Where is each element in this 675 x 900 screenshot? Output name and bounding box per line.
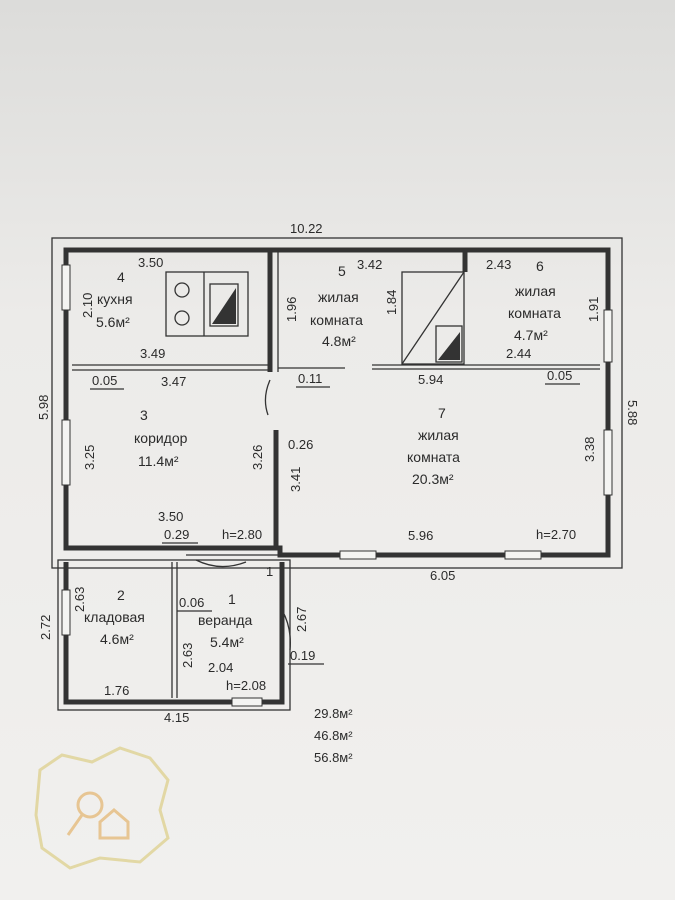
room-7-name-2: комната [407,449,460,465]
burner-1 [174,282,190,298]
window-r7-bottom-2 [504,550,542,560]
room-3-name: коридор [134,430,188,446]
dim-kitchen-top: 3.50 [138,255,163,270]
outer-outline [51,237,623,569]
watermark-logo [34,746,170,870]
room-2-number: 2 [117,587,125,603]
dim-corr-right: 3.26 [250,445,265,470]
door-corridor-r7 [264,379,271,416]
kitchen-unit [165,271,249,337]
room-3-area: 11.4м² [138,453,179,469]
door-veranda [195,559,247,568]
room-7-area: 20.3м² [412,471,454,487]
total-2: 46.8м² [314,728,353,743]
room-1-number: 1 [228,591,236,607]
dim-wall-f: 0.06 [179,595,204,610]
dim-r6-right: 1.91 [586,297,601,322]
dim-r7-bottom: 5.96 [408,528,433,543]
room-6-name-2: комната [508,305,561,321]
height-veranda: h=2.08 [226,678,266,693]
map-outline-icon [34,746,170,870]
dim-wall-a: 0.05 [92,373,117,388]
dim-ver-bottom: 2.04 [208,660,233,675]
dim-overall-height-right: 5.88 [625,400,640,425]
height-r7: h=2.70 [536,527,576,542]
door-entrance [281,609,291,651]
dim-r6-bottom: 2.44 [506,346,531,361]
room-2-area: 4.6м² [100,631,134,647]
dim-r7-left: 3.41 [288,467,303,492]
total-3: 56.8м² [314,750,353,765]
height-corridor: h=2.80 [222,527,262,542]
house-icon [98,808,130,840]
kitchen-oven-fill [212,288,236,324]
room-6-number: 6 [536,258,544,274]
dim-wall-d: 0.26 [288,437,313,452]
room-1-area: 5.4м² [210,634,244,650]
dim-stor-bottom: 1.76 [104,683,129,698]
window-r7 [603,429,613,496]
dim-bottom-right: 6.05 [430,568,455,583]
room-6-area: 4.7м² [514,327,548,343]
door-number: 1 [266,564,273,579]
dim-wall-e: 0.29 [164,527,189,542]
room-4-area: 5.6м² [96,314,130,330]
dim-r5-left: 1.96 [284,297,299,322]
dim-wall-b: 0.11 [298,371,322,386]
room-4-name: кухня [97,291,133,307]
dim-corr-bottom: 3.50 [158,509,183,524]
kitchen-oven [209,283,239,327]
stair-box [401,271,465,365]
room-7-number: 7 [438,405,446,421]
dim-corr-top: 3.47 [161,374,186,389]
total-1: 29.8м² [314,706,353,721]
key-icon [76,791,104,819]
stove-r5-fill [438,332,460,360]
burner-2 [174,310,190,326]
stove-r5 [435,325,463,363]
room-5-name-1: жилая [318,289,359,305]
room-6-name-1: жилая [515,283,556,299]
window-kitchen [61,264,71,311]
dim-stor-left: 2.63 [72,587,87,612]
room-3-number: 3 [140,407,148,423]
key-shaft [66,814,84,836]
dim-r6-top: 2.43 [486,257,511,272]
window-r7-bottom-1 [339,550,377,560]
room-2-name: кладовая [84,609,145,625]
window-r6 [603,309,613,363]
dim-stor-right: 2.63 [180,643,195,668]
dim-r7-right: 3.38 [582,437,597,462]
room-5-area: 4.8м² [322,333,356,349]
stair-diagonal [401,271,465,365]
window-storage [61,589,71,636]
room-4-number: 4 [117,269,125,285]
window-veranda [231,697,263,707]
dim-corr-left: 3.25 [82,445,97,470]
room-1-name: веранда [198,612,253,628]
room-7-name-1: жилая [418,427,459,443]
dim-overall-width: 10.22 [290,221,323,236]
dim-wall-c: 0.05 [547,368,572,383]
dim-r5-right: 1.84 [384,290,399,315]
dim-r7-top: 5.94 [418,372,443,387]
dim-kitchen-left: 2.10 [80,293,95,318]
room-5-number: 5 [338,263,346,279]
dim-bottom-left: 4.15 [164,710,189,725]
window-corridor [61,419,71,486]
dim-ver-right: 2.67 [294,607,309,632]
dim-r5-top: 3.42 [357,257,382,272]
dim-overall-height-left: 5.98 [36,395,51,420]
dim-wall-g: 0.19 [290,648,315,663]
room-5-name-2: комната [310,312,363,328]
dim-kitchen-bottom: 3.49 [140,346,165,361]
dim-left-lower: 2.72 [38,615,53,640]
